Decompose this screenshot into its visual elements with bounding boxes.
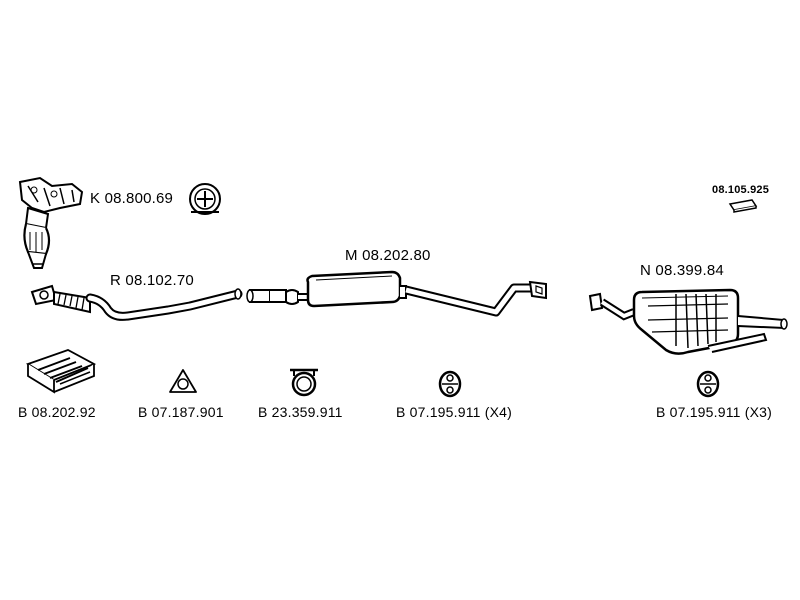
clamp-drawing[interactable]	[286, 364, 322, 398]
accessory-code: 08.105.925	[712, 184, 770, 196]
seal-icon	[189, 183, 221, 215]
mount-kit-drawing[interactable]	[24, 346, 98, 394]
front-pipe-drawing[interactable]	[28, 282, 243, 328]
rear-silencer-drawing[interactable]	[588, 286, 790, 362]
middle-silencer-code: M 08.202.80	[345, 247, 431, 264]
rear-silencer-code: N 08.399.84	[640, 262, 724, 279]
middle-silencer-drawing[interactable]	[246, 268, 582, 330]
manifold-catalyst-drawing[interactable]	[10, 172, 90, 282]
mount-kit-code: B 08.202.92	[18, 404, 96, 420]
rubber-mount-rear-code: B 07.195.911 (X3)	[656, 404, 772, 420]
accessory-drawing[interactable]	[728, 198, 758, 214]
manifold-catalyst-code: K 08.800.69	[90, 190, 174, 207]
clamp-code: B 23.359.911	[258, 404, 343, 420]
rubber-mount-mid-drawing[interactable]	[438, 370, 462, 398]
rubber-mount-rear-drawing[interactable]	[696, 370, 720, 398]
rubber-mount-mid-code: B 07.195.911 (X4)	[396, 404, 512, 420]
gasket-drawing[interactable]	[168, 368, 198, 396]
front-pipe-code: R 08.102.70	[110, 272, 194, 289]
gasket-code: B 07.187.901	[138, 404, 224, 420]
